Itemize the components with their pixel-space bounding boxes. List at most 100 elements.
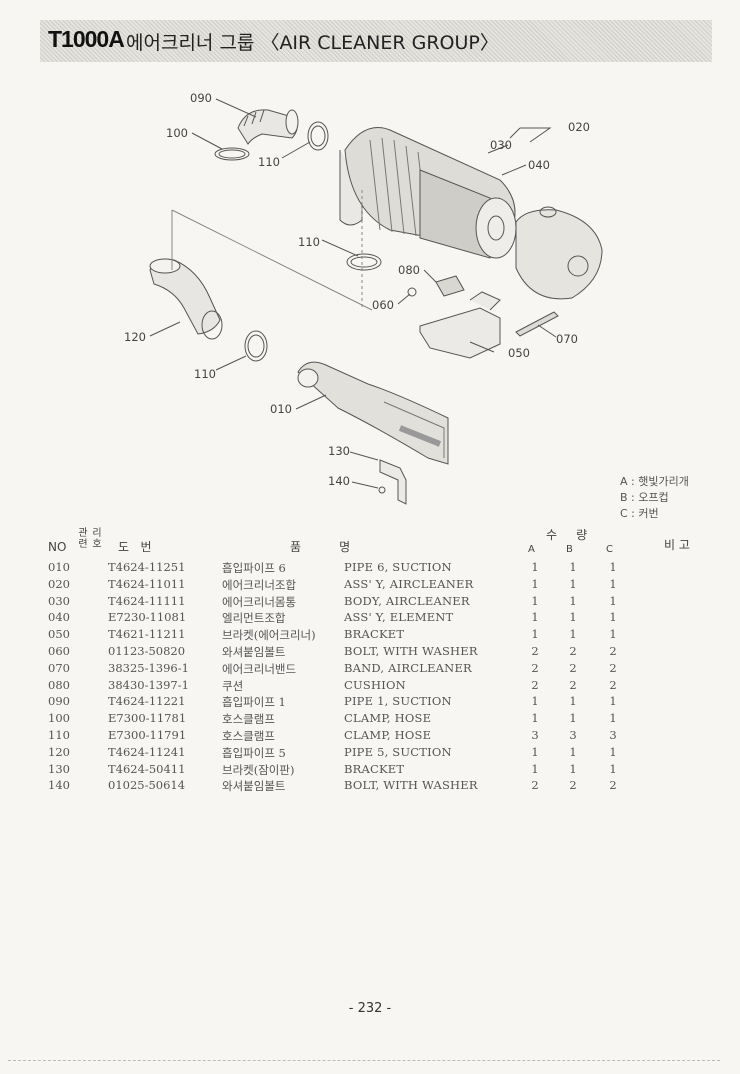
clamp-110-low-drawing (244, 330, 268, 362)
group-title: 에어크리너 그룹 〈AIR CLEANER GROUP〉 (126, 32, 499, 54)
cell-name-en: ASS' Y, ELEMENT (344, 610, 454, 625)
cell-qty-c: 1 (609, 560, 617, 574)
cell-no: 040 (48, 610, 70, 625)
callout-100: 100 (166, 126, 188, 140)
cell-qty-c: 1 (609, 627, 617, 642)
cell-qty-c: 1 (609, 761, 617, 776)
cell-no: 050 (48, 627, 70, 642)
cell-qty-b: 2 (569, 660, 577, 675)
callout-120: 120 (124, 330, 146, 344)
cell-part-number: 38430-1397-1 (108, 677, 189, 692)
cell-qty-b: 1 (569, 593, 577, 608)
callout-110-a: 110 (258, 155, 280, 169)
cell-part-number: T4624-50411 (108, 761, 186, 776)
cell-no: 060 (48, 643, 70, 658)
cell-qty-b: 1 (569, 576, 577, 591)
col-header-drawing: 도 번 (118, 540, 152, 554)
bolt-140-drawing (378, 486, 386, 494)
cell-qty-b: 2 (569, 677, 577, 692)
cell-qty-c: 1 (609, 744, 617, 759)
cell-name-en: PIPE 5, SUCTION (344, 744, 452, 759)
cell-qty-b: 1 (569, 560, 577, 574)
pipe-090-drawing (237, 109, 299, 145)
cell-no: 080 (48, 677, 70, 692)
pipe-010-drawing (297, 361, 449, 465)
cell-name-kr: 브라켓(에어크리너) (222, 628, 316, 643)
callout-080: 080 (398, 263, 420, 277)
cell-qty-a: 2 (531, 643, 539, 658)
callout-110-c: 110 (194, 367, 216, 381)
legend-c: C : 커번 (620, 507, 659, 520)
cell-part-number: 38325-1396-1 (108, 660, 189, 675)
cell-qty-c: 2 (609, 677, 617, 692)
col-header-ref: 관 련 (78, 528, 88, 550)
pipe-120-drawing (149, 258, 223, 340)
cell-name-kr: 호스클램프 (222, 728, 275, 743)
cell-qty-a: 2 (531, 660, 539, 675)
callout-070: 070 (556, 332, 578, 346)
cell-qty-c: 3 (609, 727, 617, 742)
cell-qty-c: 1 (609, 711, 617, 726)
callout-050: 050 (508, 346, 530, 360)
cell-qty-a: 1 (531, 560, 539, 574)
col-header-no: NO (48, 540, 67, 554)
col-header-b: B (566, 544, 573, 555)
callout-020: 020 (568, 120, 590, 134)
cell-qty-c: 1 (609, 576, 617, 591)
cell-name-en: BAND, AIRCLEANER (344, 660, 472, 675)
legend-b: B : 오프컵 (620, 491, 669, 504)
model-title: T1000A (48, 26, 125, 52)
cell-qty-b: 3 (569, 727, 577, 742)
cell-no: 020 (48, 576, 70, 591)
cushion-080-drawing (435, 275, 465, 297)
cell-qty-a: 1 (531, 744, 539, 759)
cell-no: 110 (48, 727, 70, 742)
cell-name-kr: 흡입파이프 6 (222, 561, 286, 575)
cell-qty-b: 1 (569, 610, 577, 625)
header-band (40, 20, 712, 62)
cell-qty-b: 1 (569, 761, 577, 776)
cell-qty-a: 1 (531, 576, 539, 591)
cell-part-number: T4624-11221 (108, 694, 186, 709)
cell-no: 030 (48, 593, 70, 608)
table-row: 120 T4624-11241 흡입파이프 5 PIPE 5, SUCTION 1 1 1 (48, 745, 668, 762)
clamp-100-drawing (214, 147, 250, 161)
col-header-qty: 수 량 (546, 528, 588, 542)
bracket-050-drawing (419, 291, 501, 359)
callout-140: 140 (328, 474, 350, 488)
cell-no: 100 (48, 711, 70, 726)
element-040-drawing (419, 169, 517, 259)
cell-no: 120 (48, 744, 70, 759)
cell-name-kr: 와셔붙임볼트 (222, 779, 286, 794)
cell-qty-a: 3 (531, 727, 539, 742)
cell-name-kr: 흡입파이프 5 (222, 745, 286, 760)
cell-name-kr: 에어크리너몸통 (222, 594, 297, 609)
cell-no: 090 (48, 694, 70, 709)
cell-name-en: BRACKET (344, 761, 405, 776)
cell-qty-b: 2 (569, 778, 577, 793)
col-header-c: C (606, 544, 613, 555)
cell-name-en: BOLT, WITH WASHER (344, 778, 478, 793)
cell-qty-a: 1 (531, 593, 539, 608)
cell-qty-b: 1 (569, 711, 577, 726)
page-number: - 232 - (348, 1001, 392, 1016)
col-header-a: A (528, 544, 535, 555)
cell-qty-a: 2 (531, 778, 539, 793)
cell-qty-a: 1 (531, 694, 539, 709)
cell-part-number: T4624-11011 (108, 576, 186, 591)
legend-a: A : 햇빛가리개 (620, 475, 689, 488)
cell-part-number: T4624-11241 (108, 744, 186, 759)
callout-040: 040 (528, 158, 550, 172)
cell-qty-c: 2 (609, 643, 617, 658)
cell-name-en: PIPE 1, SUCTION (344, 694, 452, 709)
cell-qty-b: 1 (569, 744, 577, 759)
